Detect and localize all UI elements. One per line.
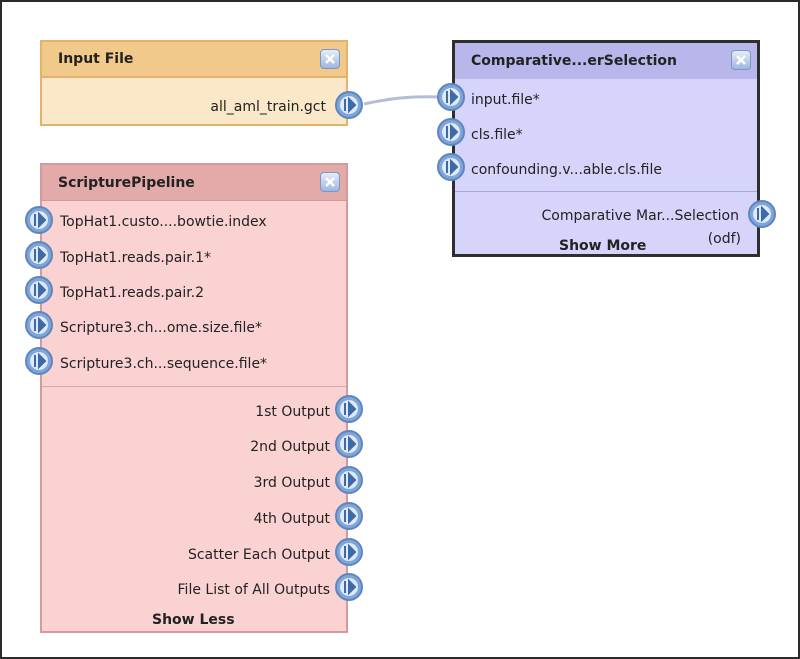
input-port-row: input.file* — [471, 87, 540, 113]
input-port-label: Scripture3.ch...sequence.file* — [60, 356, 268, 372]
scripture-pipeline-module[interactable]: ScripturePipeline TopHat1.custo....bowti… — [40, 163, 348, 633]
output-port-row: File List of All Outputs — [178, 577, 330, 603]
show-less-link[interactable]: Show Less — [152, 612, 235, 628]
input-port-icon[interactable] — [24, 275, 54, 305]
input-port-label: TopHat1.reads.pair.1* — [60, 250, 212, 266]
output-port-label: Comparative Mar...Selection — [541, 208, 739, 224]
input-port-row: TopHat1.reads.pair.1* — [60, 245, 211, 271]
output-port-label: 3rd Output — [253, 475, 330, 491]
output-port-label: all_aml_train.gct — [210, 99, 326, 115]
input-port-icon[interactable] — [436, 82, 466, 112]
output-port-row: Scatter Each Output — [188, 542, 330, 568]
input-port-row: TopHat1.reads.pair.2 — [60, 280, 204, 306]
module-title: ScripturePipeline — [58, 174, 195, 191]
input-port-label: cls.file* — [471, 127, 523, 143]
input-port-label: confounding.v...able.cls.file — [471, 162, 662, 178]
input-port-row: Scripture3.ch...ome.size.file* — [60, 315, 262, 341]
output-port-icon[interactable] — [334, 572, 364, 602]
output-port-icon[interactable] — [747, 199, 777, 229]
module-title: Comparative...erSelection — [471, 53, 678, 69]
input-port-icon[interactable] — [24, 205, 54, 235]
input-port-label: TopHat1.reads.pair.2 — [60, 285, 205, 301]
module-header[interactable]: ScripturePipeline — [42, 165, 346, 201]
close-icon[interactable] — [320, 49, 340, 69]
output-port-icon[interactable] — [334, 90, 364, 120]
output-port-label: File List of All Outputs — [177, 582, 330, 598]
module-header[interactable]: Comparative...erSelection — [455, 43, 757, 79]
output-port-row: 2nd Output — [250, 434, 330, 460]
input-port-icon[interactable] — [436, 117, 466, 147]
output-port-label: Scatter Each Output — [187, 547, 330, 563]
comparative-marker-selection-module[interactable]: Comparative...erSelection input.file* cl… — [452, 40, 760, 257]
input-port-label: TopHat1.custo....bowtie.index — [60, 214, 267, 230]
port-divider — [42, 386, 346, 387]
input-port-row: confounding.v...able.cls.file — [471, 157, 662, 183]
output-port-label: 4th Output — [253, 511, 330, 527]
input-port-icon[interactable] — [24, 240, 54, 270]
output-port-label: 1st Output — [255, 404, 330, 420]
input-port-label: input.file* — [471, 92, 540, 108]
input-port-row: Scripture3.ch...sequence.file* — [60, 351, 267, 377]
input-file-module[interactable]: Input File all_aml_train.gct — [40, 40, 348, 126]
port-divider — [455, 191, 757, 192]
show-more-link[interactable]: Show More — [559, 238, 647, 254]
output-port-row: 3rd Output — [254, 470, 330, 496]
input-port-icon[interactable] — [24, 310, 54, 340]
close-icon[interactable] — [731, 50, 751, 70]
output-port-icon[interactable] — [334, 394, 364, 424]
output-port-icon[interactable] — [334, 501, 364, 531]
output-port-icon[interactable] — [334, 465, 364, 495]
module-title: Input File — [58, 51, 134, 67]
output-port-row: 4th Output — [254, 506, 330, 532]
output-port-icon[interactable] — [334, 537, 364, 567]
input-port-row: TopHat1.custo....bowtie.index — [60, 209, 267, 235]
input-port-icon[interactable] — [436, 152, 466, 182]
close-icon[interactable] — [320, 172, 340, 192]
output-port-row: all_aml_train.gct — [210, 94, 326, 120]
output-port-icon[interactable] — [334, 429, 364, 459]
output-format-label: (odf) — [707, 231, 741, 247]
input-port-row: cls.file* — [471, 122, 523, 148]
module-header[interactable]: Input File — [42, 42, 346, 78]
input-port-label: Scripture3.ch...ome.size.file* — [60, 320, 263, 336]
output-port-label: 2nd Output — [250, 439, 330, 455]
input-port-icon[interactable] — [24, 346, 54, 376]
output-port-row: Comparative Mar...Selection — [541, 203, 739, 229]
output-port-row: 1st Output — [255, 399, 330, 425]
